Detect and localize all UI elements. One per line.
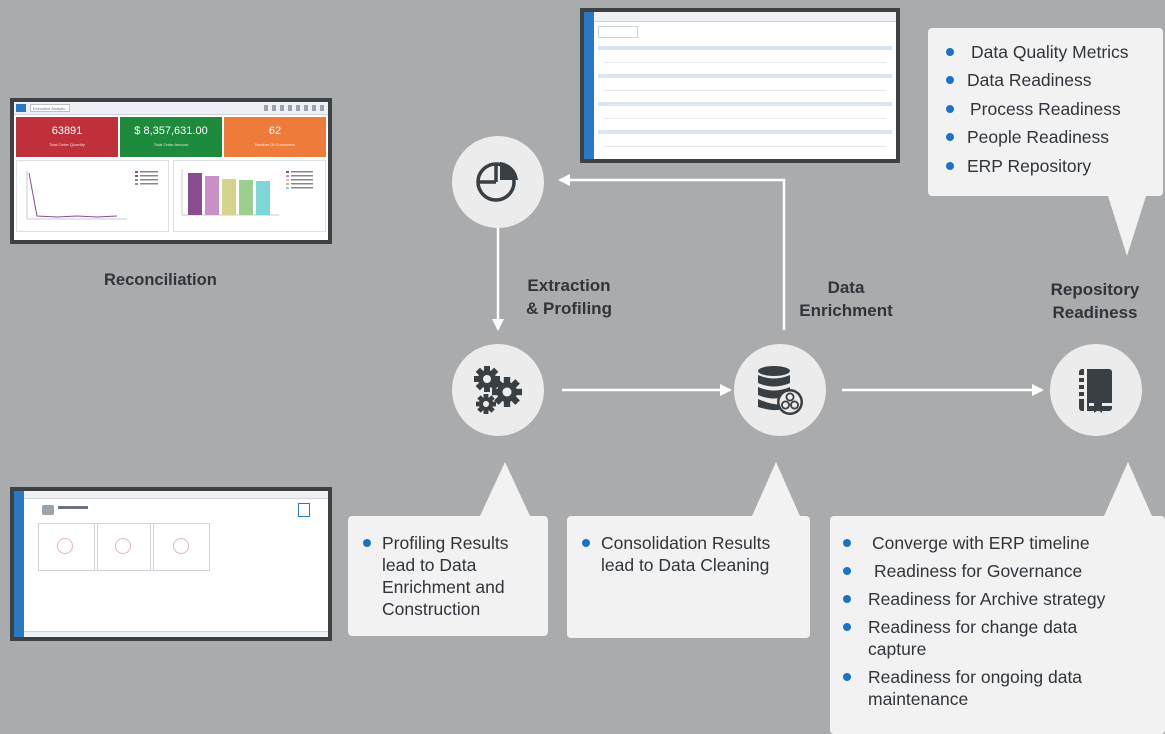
extraction-circle <box>452 344 544 436</box>
list-item: Data Quality Metrics <box>943 41 1153 63</box>
top-metrics-callout: Data Quality Metrics Data Readiness Proc… <box>928 28 1163 196</box>
list-item: Readiness for Governance <box>840 560 1161 582</box>
stage-label-enrichment: Data Enrichment <box>799 278 893 320</box>
list-item: Readiness for change data capture <box>840 616 1161 660</box>
reconciliation-caption: Reconciliation <box>104 271 217 289</box>
list-item: Profiling Results lead to Data Enrichmen… <box>360 532 538 620</box>
profile-screenshot <box>10 487 332 641</box>
callout-pointer-profiling <box>480 462 530 516</box>
stage-label-extraction: Extraction & Profiling <box>526 276 612 318</box>
arrow-enrichment-to-profiling <box>558 174 786 330</box>
list-item: Data Readiness <box>943 69 1153 91</box>
pie-chart-icon <box>476 162 518 202</box>
list-item: Converge with ERP timeline <box>840 532 1161 554</box>
book-icon <box>1078 369 1112 413</box>
database-icon <box>758 366 803 415</box>
kpi-tile-customers: 62 Number Of Customers <box>224 117 326 157</box>
list-item: Process Readiness <box>943 98 1153 120</box>
readiness-callout: Converge with ERP timeline Readiness for… <box>830 516 1165 734</box>
callout-pointer-readiness <box>1104 462 1152 516</box>
kpi-tile-quantity: 63891 Total Order Quantity <box>16 117 118 157</box>
list-item: People Readiness <box>943 126 1153 148</box>
repository-circle <box>1050 344 1142 436</box>
callout-pointer-top <box>1108 196 1146 256</box>
dashboard-tab: Executive Analytic <box>30 104 70 112</box>
callout-pointer-consolidation <box>752 462 800 516</box>
profiling-circle <box>452 136 544 228</box>
enrichment-circle <box>734 344 826 436</box>
line-chart-panel <box>16 160 169 232</box>
profiling-callout: Profiling Results lead to Data Enrichmen… <box>348 516 548 636</box>
reconciliation-dashboard-screenshot: Executive Analytic 63891 Total Order Qua… <box>10 98 332 244</box>
list-item: ERP Repository <box>943 155 1153 177</box>
list-item: Readiness for ongoing data maintenance <box>840 666 1161 710</box>
consolidation-callout: Consolidation Results lead to Data Clean… <box>567 516 810 638</box>
gears-icon <box>474 366 522 414</box>
data-form-screenshot <box>580 8 900 163</box>
bar-chart-panel <box>173 160 326 232</box>
kpi-tile-amount: $ 8,357,631.00 Total Order Amount <box>120 117 222 157</box>
stage-label-repository: Repository Readiness <box>1050 280 1140 322</box>
metrics-list: Data Quality Metrics Data Readiness Proc… <box>943 41 1153 177</box>
avatar <box>42 505 54 515</box>
list-item: Consolidation Results lead to Data Clean… <box>579 532 804 576</box>
list-item: Readiness for Archive strategy <box>840 588 1161 610</box>
